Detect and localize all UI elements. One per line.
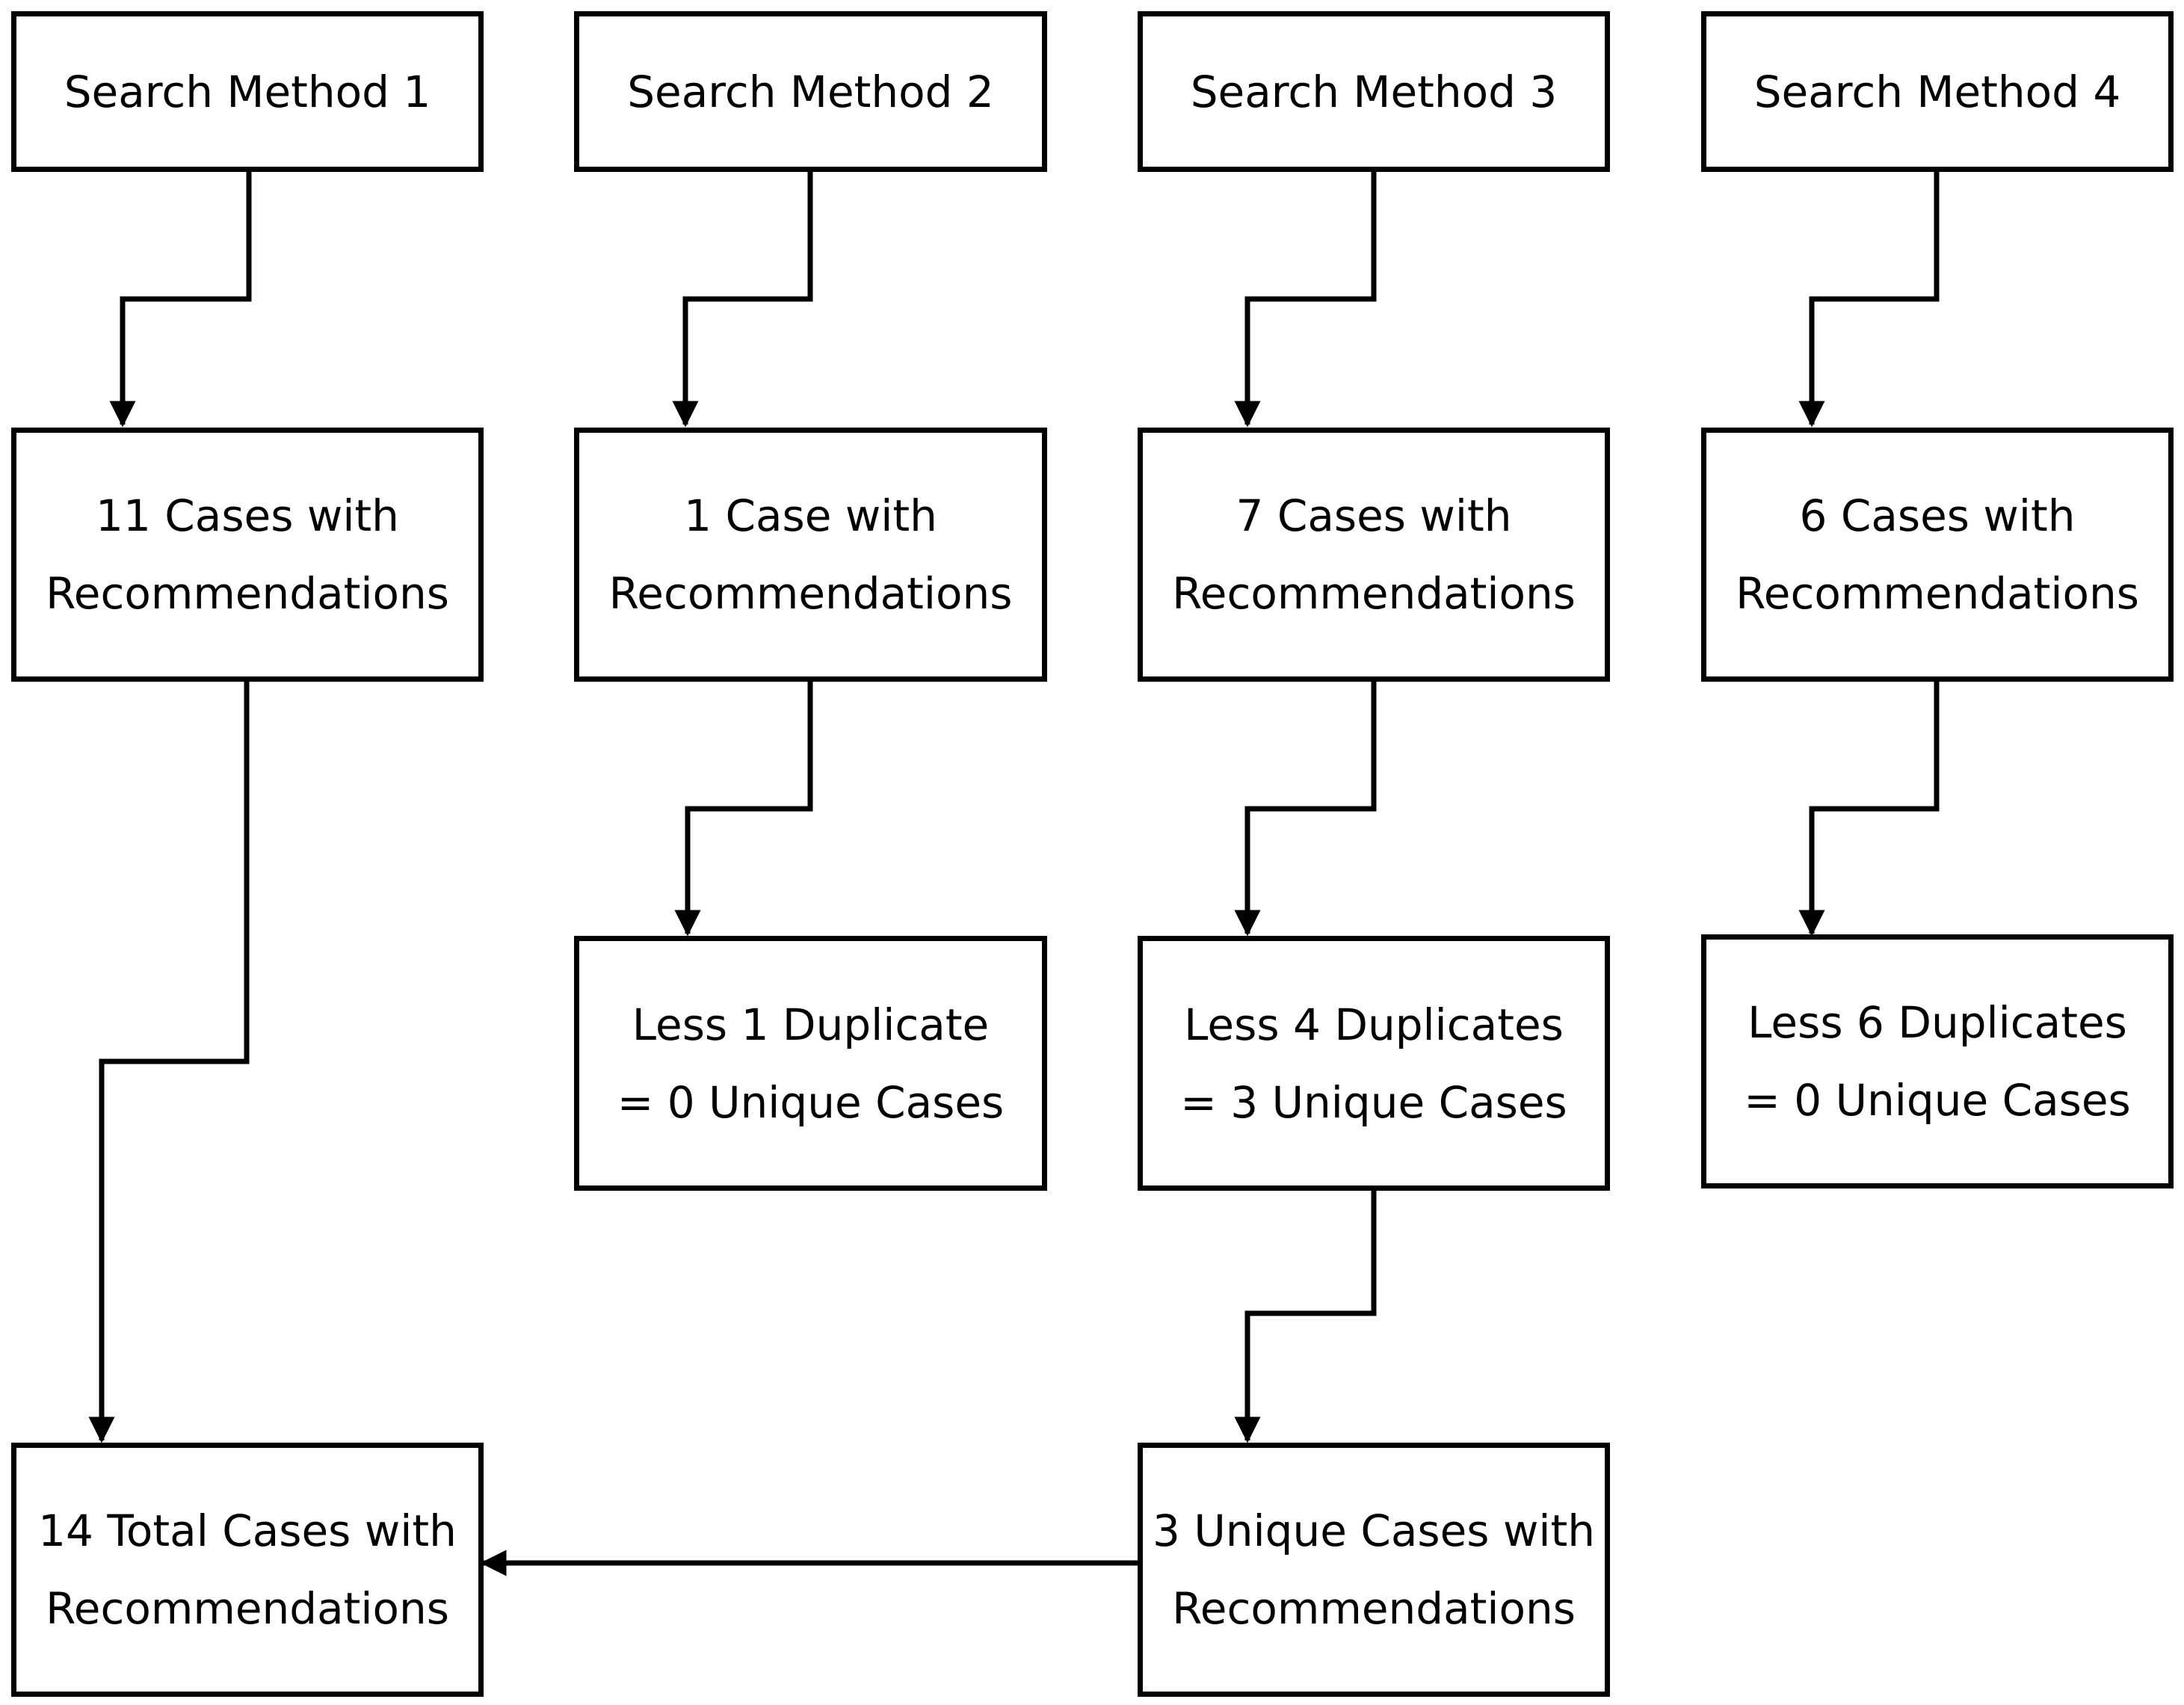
arrow-method2-to-cases xyxy=(672,170,813,428)
node-text-line: 3 Unique Cases with xyxy=(1152,1505,1595,1556)
search-method-4-box: Search Method 4 xyxy=(1701,11,2174,172)
node-text-line: Recommendations xyxy=(608,568,1013,619)
node-text-line: = 0 Unique Cases xyxy=(1744,1075,2131,1126)
arrow-cases4-to-dedupe xyxy=(1798,680,1940,937)
node-text-line: Search Method 1 xyxy=(64,66,431,117)
dedupe-method-2-box: Less 1 Duplicate = 0 Unique Cases xyxy=(574,936,1047,1191)
cases-method-2-box: 1 Case with Recommendations xyxy=(574,428,1047,682)
node-text-line: Less 6 Duplicates xyxy=(1747,997,2127,1048)
node-text-line: = 0 Unique Cases xyxy=(617,1076,1005,1128)
node-text-line: Recommendations xyxy=(1172,1583,1576,1634)
node-text-line: = 3 Unique Cases xyxy=(1180,1076,1567,1128)
node-text-line: Search Method 3 xyxy=(1190,66,1558,117)
node-text-line: Recommendations xyxy=(1736,568,2139,619)
node-text-line: 6 Cases with xyxy=(1799,490,2076,541)
cases-method-1-box: 11 Cases with Recommendations xyxy=(11,428,484,682)
arrow-dedupe3-to-unique xyxy=(1234,1191,1377,1443)
search-method-3-box: Search Method 3 xyxy=(1138,11,1610,172)
node-text-line: 11 Cases with xyxy=(96,490,399,541)
node-text-line: Search Method 4 xyxy=(1753,66,2121,117)
arrow-cases1-to-total xyxy=(88,680,250,1443)
arrow-cases2-to-dedupe xyxy=(674,680,813,937)
arrow-method1-to-cases xyxy=(109,170,252,428)
arrow-method3-to-cases xyxy=(1234,170,1377,428)
dedupe-method-4-box: Less 6 Duplicates = 0 Unique Cases xyxy=(1701,934,2174,1188)
node-text-line: Less 4 Duplicates xyxy=(1184,999,1564,1050)
search-method-2-box: Search Method 2 xyxy=(574,11,1047,172)
node-text-line: 14 Total Cases with xyxy=(38,1505,457,1556)
unique-cases-box: 3 Unique Cases with Recommendations xyxy=(1138,1443,1610,1697)
node-text-line: Recommendations xyxy=(46,1583,449,1634)
node-text-line: Less 1 Duplicate xyxy=(632,999,990,1050)
total-cases-box: 14 Total Cases with Recommendations xyxy=(11,1443,484,1697)
node-text-line: Search Method 2 xyxy=(627,66,994,117)
cases-method-3-box: 7 Cases with Recommendations xyxy=(1138,428,1610,682)
search-method-1-box: Search Method 1 xyxy=(11,11,484,172)
node-text-line: Recommendations xyxy=(46,568,449,619)
dedupe-method-3-box: Less 4 Duplicates = 3 Unique Cases xyxy=(1138,936,1610,1191)
node-text-line: Recommendations xyxy=(1172,568,1576,619)
cases-method-4-box: 6 Cases with Recommendations xyxy=(1701,428,2174,682)
arrow-cases3-to-dedupe xyxy=(1234,680,1377,937)
node-text-line: 1 Case with xyxy=(684,490,937,541)
arrow-method4-to-cases xyxy=(1798,170,1940,428)
node-text-line: 7 Cases with xyxy=(1236,490,1512,541)
